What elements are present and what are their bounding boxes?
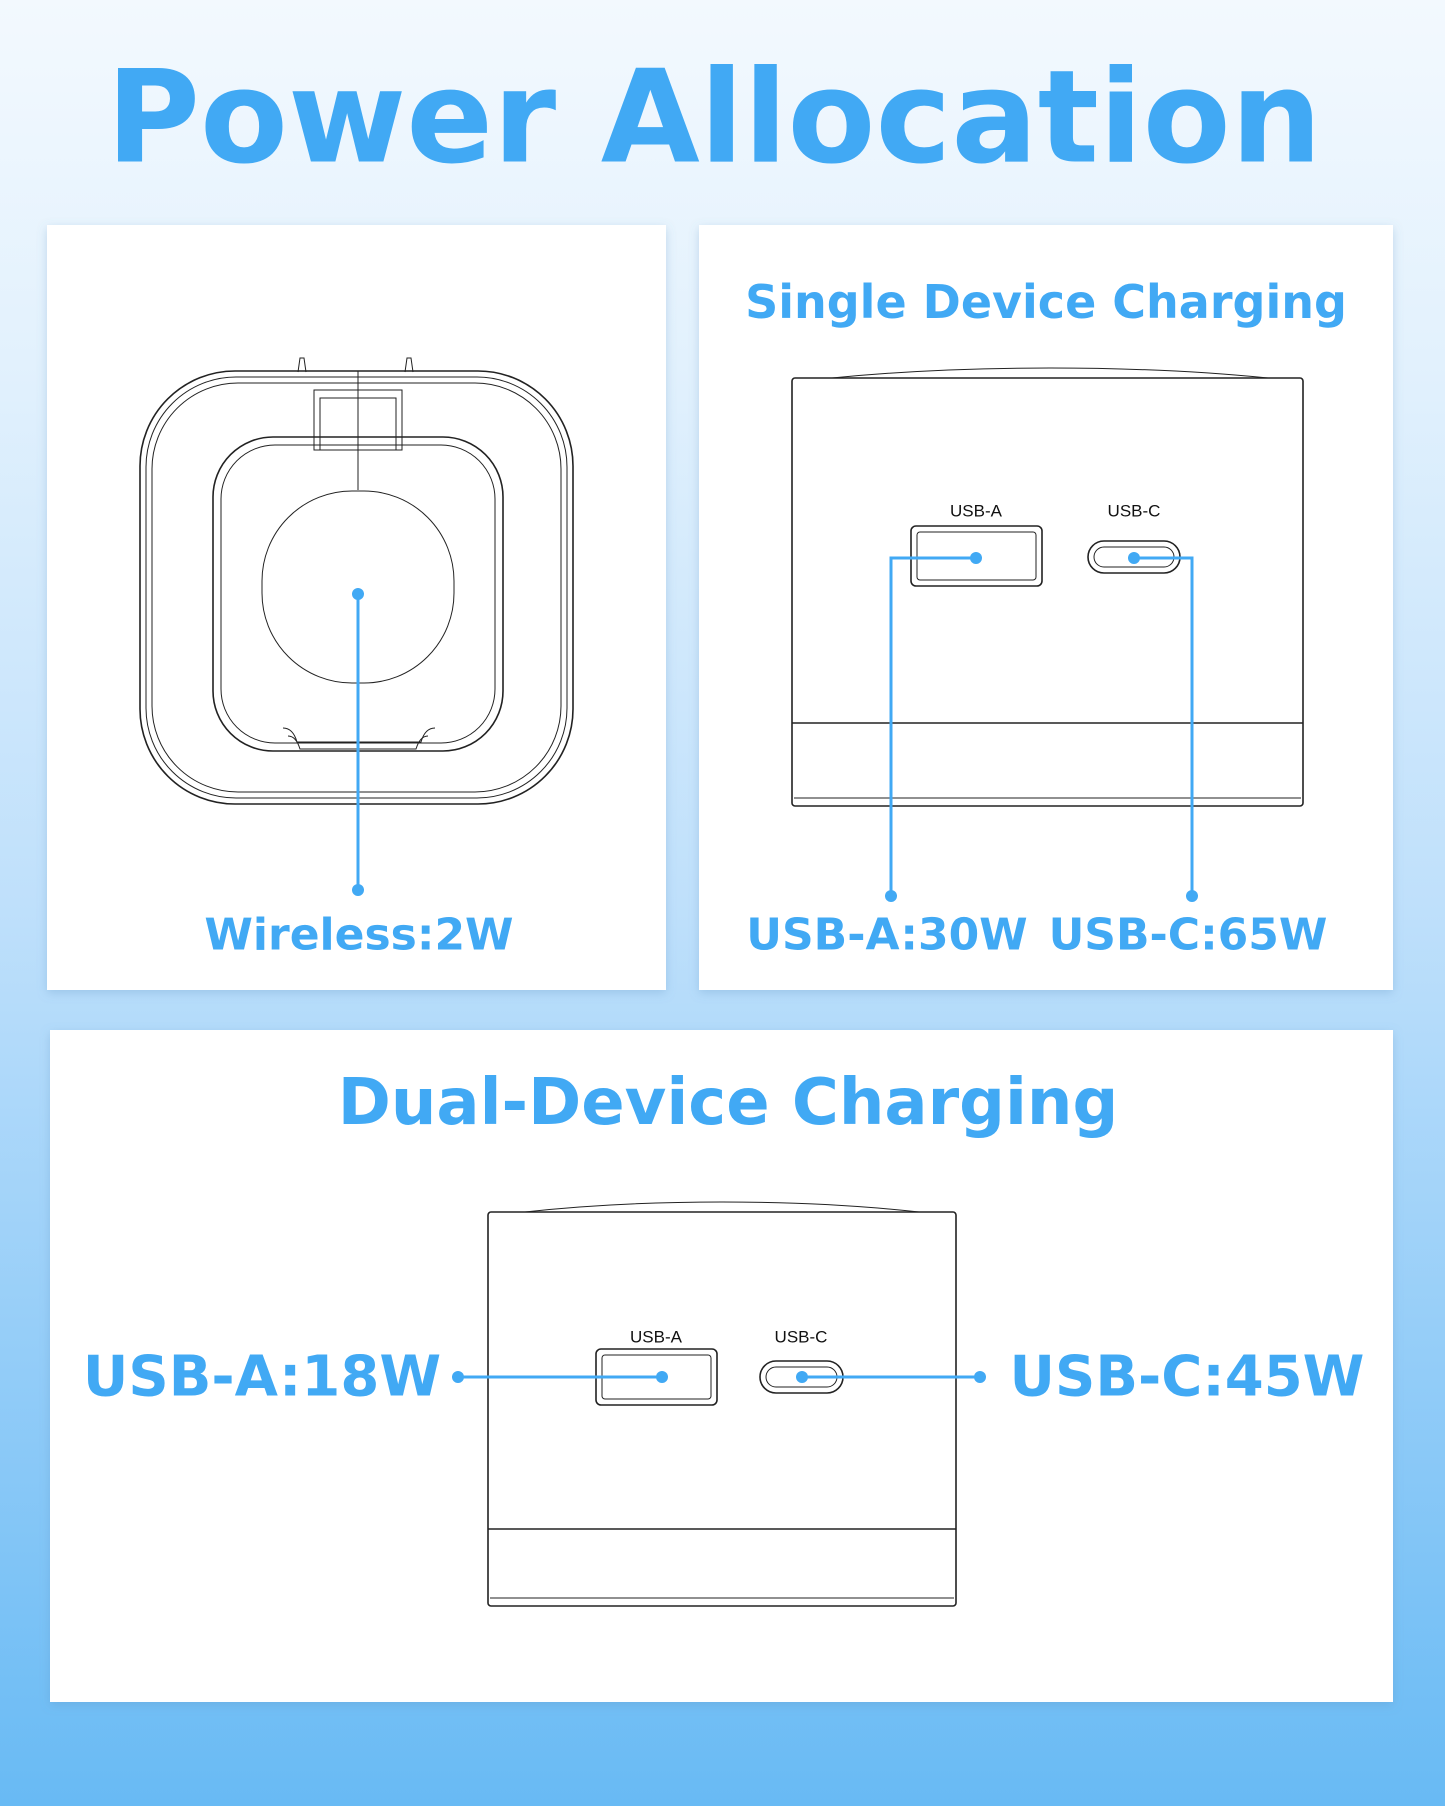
page-title: Power Allocation (106, 44, 1322, 193)
usb-c-port-label: USB-C (1108, 502, 1161, 521)
single-device-panel (699, 225, 1393, 990)
usb-a-port (910, 525, 1043, 587)
wireless-coil-marker (352, 588, 364, 600)
usb-c-port-label: USB-C (775, 1328, 828, 1347)
dual-usb-a-power: USB-A:18W (83, 1345, 441, 1410)
dual-usb-c-power: USB-C:45W (1010, 1345, 1365, 1410)
dual-device-panel (50, 1030, 1393, 1702)
single-usb-c-power: USB-C:65W (1049, 910, 1328, 961)
single-usb-a-power: USB-A:30W (746, 910, 1027, 961)
single-device-heading: Single Device Charging (745, 275, 1347, 329)
wireless-charger-illustration (139, 357, 574, 805)
single-device-illustration: USB-A USB-C (791, 367, 1304, 807)
usb-a-port-label: USB-A (950, 502, 1003, 521)
wireless-power-label: Wireless:2W (204, 910, 513, 961)
usb-a-port-label: USB-A (630, 1328, 683, 1347)
dual-device-illustration: USB-A USB-C (487, 1201, 957, 1607)
dual-device-heading: Dual-Device Charging (338, 1066, 1119, 1140)
